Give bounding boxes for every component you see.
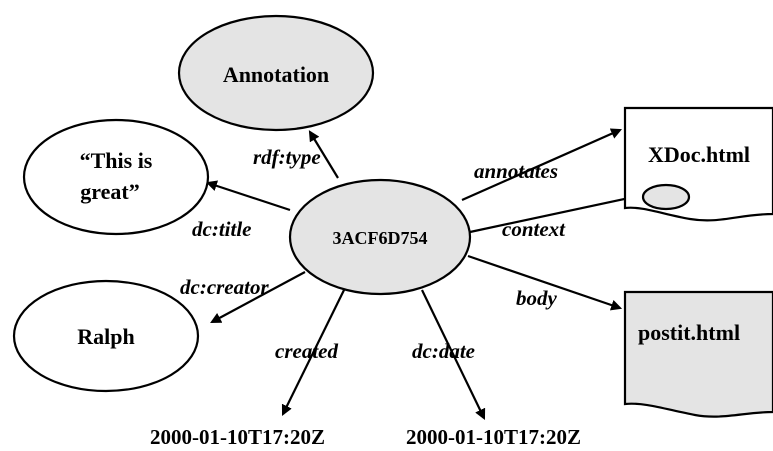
edge-annotates-line bbox=[461, 128, 623, 202]
body-document bbox=[623, 290, 773, 418]
edge-label-annotates: annotates bbox=[474, 159, 558, 183]
edge-body-line bbox=[467, 254, 623, 311]
edge-dc-title-line bbox=[205, 180, 291, 212]
date-value-label: 2000-01-10T17:20Z bbox=[406, 425, 581, 449]
edge-label-created: created bbox=[275, 339, 338, 363]
created-value-label: 2000-01-10T17:20Z bbox=[150, 425, 325, 449]
annotated-document-label: XDoc.html bbox=[648, 142, 750, 167]
edge-label-dc-title: dc:title bbox=[192, 217, 251, 241]
edge-rdf-type-line bbox=[308, 130, 339, 179]
body-document-label: postit.html bbox=[638, 320, 740, 345]
creator-value-node bbox=[12, 279, 200, 393]
edge-label-rdf-type: rdf:type bbox=[253, 145, 321, 169]
title-value-node bbox=[22, 118, 210, 236]
title-value-label-line1: “This is bbox=[80, 148, 153, 173]
edge-created-line bbox=[281, 287, 346, 416]
center-resource-node bbox=[288, 178, 472, 296]
edge-label-dc-date: dc:date bbox=[412, 339, 475, 363]
edge-label-body: body bbox=[516, 286, 558, 310]
edge-label-context: context bbox=[502, 217, 566, 241]
edge-dc-date-line bbox=[421, 289, 486, 420]
edge-context-line bbox=[469, 191, 646, 234]
edge-dc-creator-line bbox=[210, 271, 306, 324]
center-resource-label: 3ACF6D754 bbox=[333, 228, 428, 248]
context-region-marker bbox=[641, 183, 691, 211]
annotation-type-label: Annotation bbox=[223, 62, 329, 87]
creator-value-label: Ralph bbox=[77, 324, 134, 349]
annotation-type-node bbox=[177, 14, 375, 132]
edge-label-dc-creator: dc:creator bbox=[180, 275, 269, 299]
title-value-label-line2: great” bbox=[80, 179, 139, 204]
